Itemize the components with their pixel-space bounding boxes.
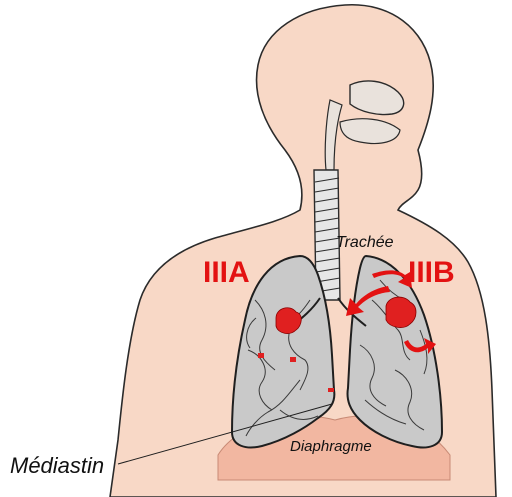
tumor-left-small-2	[290, 357, 296, 362]
stage-label-left: IIIA	[203, 256, 250, 289]
trachea-label: Trachée	[336, 234, 394, 251]
mediastinum-label: Médiastin	[10, 453, 104, 478]
stage-label-right: IIIB	[408, 256, 455, 289]
tumor-left-small-1	[258, 353, 264, 358]
diaphragm-label: Diaphragme	[290, 438, 372, 455]
tumor-mediastinal	[328, 388, 334, 392]
